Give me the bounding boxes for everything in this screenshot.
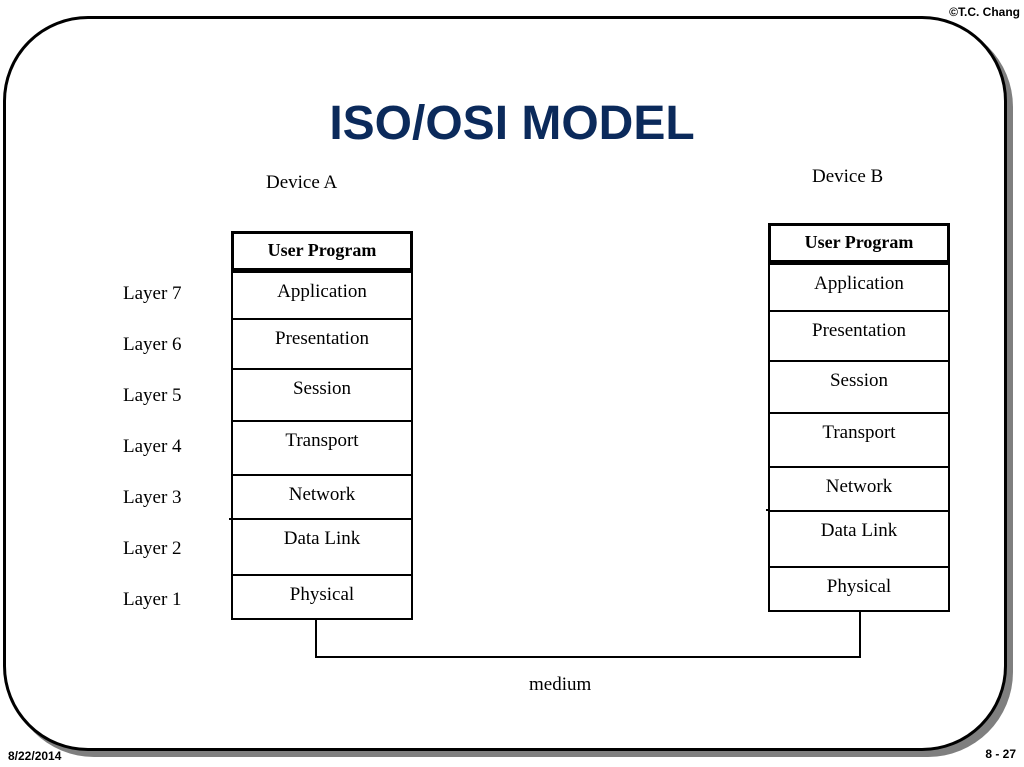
device-a-layer-application: Application [233,271,411,318]
device-a-layer-data-link: Data Link [233,518,411,574]
device-a-layer-transport: Transport [233,420,411,474]
copyright-text: ©T.C. Chang [949,5,1020,19]
device-b-layer-session: Session [770,360,948,412]
footer-date: 8/22/2014 [8,749,62,763]
medium-line [315,612,861,658]
layer-7-label: Layer 7 [123,283,182,304]
device-a-layer-presentation: Presentation [233,318,411,368]
device-a-layer-physical: Physical [233,574,411,618]
layer-4-label: Layer 4 [123,436,182,457]
device-b-user-program: User Program [768,223,950,263]
device-b-label: Device B [812,166,884,187]
layer-2-label: Layer 2 [123,538,182,559]
layer-1-label: Layer 1 [123,589,182,610]
medium-label: medium [529,674,592,695]
device-a-stack: User Program Application Presentation Se… [231,231,413,620]
device-b-layer-presentation: Presentation [770,310,948,360]
device-a-user-program: User Program [231,231,413,271]
device-b-layer-data-link: Data Link [770,510,948,566]
device-a-layer-session: Session [233,368,411,420]
device-a-layer-network: Network [233,474,411,518]
device-b-layer-application: Application [770,263,948,310]
slide-title: ISO/OSI MODEL [329,97,695,150]
device-b-layer-network: Network [770,466,948,510]
layer-3-label: Layer 3 [123,487,182,508]
device-b-layer-physical: Physical [770,566,948,610]
layer-5-label: Layer 5 [123,385,182,406]
footer-page-number: 8 - 27 [985,747,1016,761]
layer-6-label: Layer 6 [123,334,182,355]
device-b-stack: User Program Application Presentation Se… [768,223,950,612]
device-b-layer-transport: Transport [770,412,948,466]
device-a-label: Device A [266,172,338,193]
